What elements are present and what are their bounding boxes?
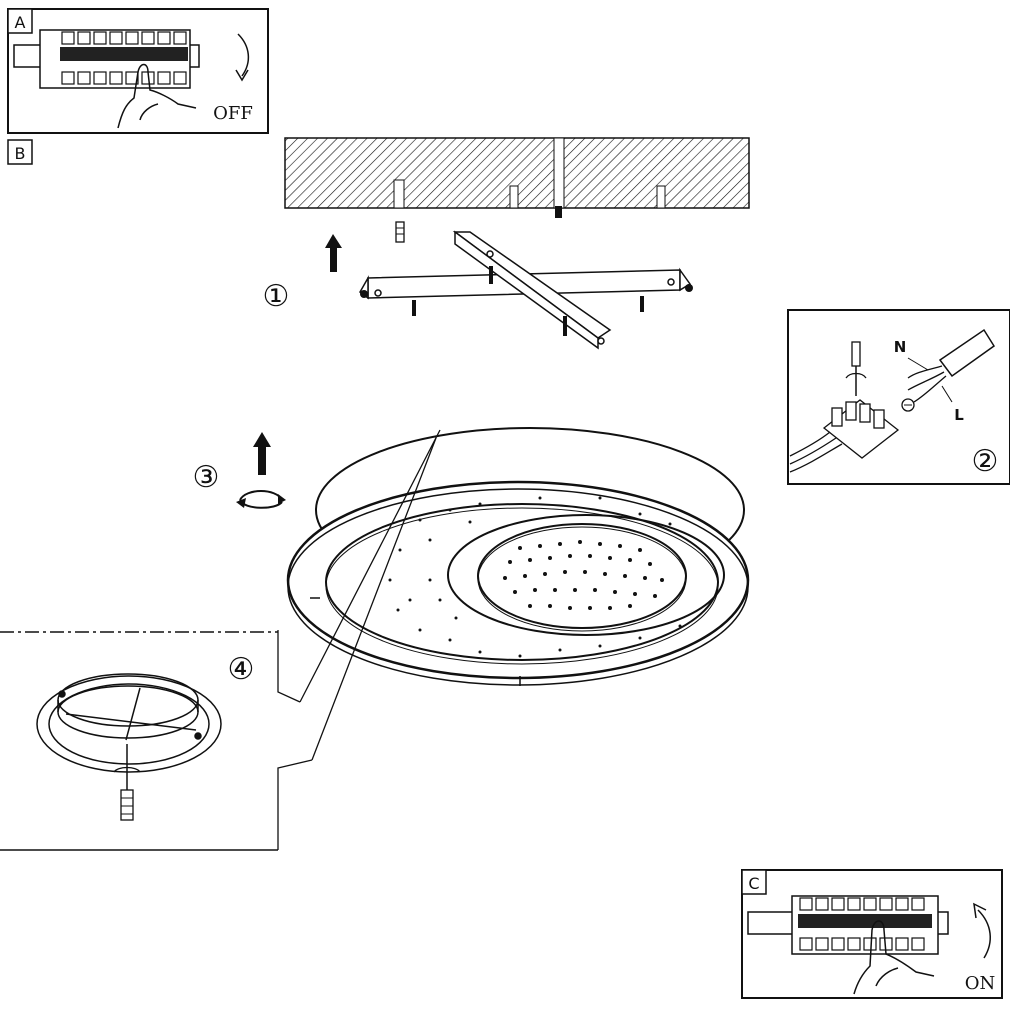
mounting-ring [36,673,222,773]
breaker-switch-icon [13,29,200,89]
screwdriver-icon [845,341,867,396]
wall-plug-icon [395,221,405,243]
ground-symbol-icon [901,398,915,412]
up-arrow-icon [325,234,342,272]
panel-c-state: ON [965,973,996,994]
step-1-label: ① [263,279,290,314]
panel-c: C ON [741,869,1003,999]
terminal-block-icon [822,399,900,459]
rotate-arrow-icon [236,490,286,509]
rotate-arrow-icon [977,909,991,959]
screw-icon [360,266,693,336]
panel-a: A OFF [7,8,269,134]
panel-b: B [7,139,33,165]
panel-a-state: OFF [213,103,253,124]
rotate-arrow-icon [237,33,250,77]
ceiling-lamp [286,427,750,686]
mounting-bracket [359,230,692,350]
hand-icon [853,920,935,995]
panel-b-letter: B [15,144,26,163]
panel-wiring: N L ② [787,309,1010,485]
panel-c-letter: C [748,874,759,893]
breaker-switch-icon [747,895,949,955]
hand-icon [117,63,197,129]
up-arrow-icon [253,432,271,475]
detail-leader-lines [277,429,441,850]
panel-detail-4: ④ [0,631,278,851]
wire-neutral-label: N [894,338,907,356]
screwdriver-icon [113,744,141,821]
ceiling [284,137,750,218]
step-2-label: ② [972,444,999,479]
led-dots [388,496,682,658]
wire-live-label: L [954,406,964,424]
panel-a-letter: A [15,13,26,32]
step-3-label: ③ [193,460,220,495]
step-4-label: ④ [228,652,255,687]
